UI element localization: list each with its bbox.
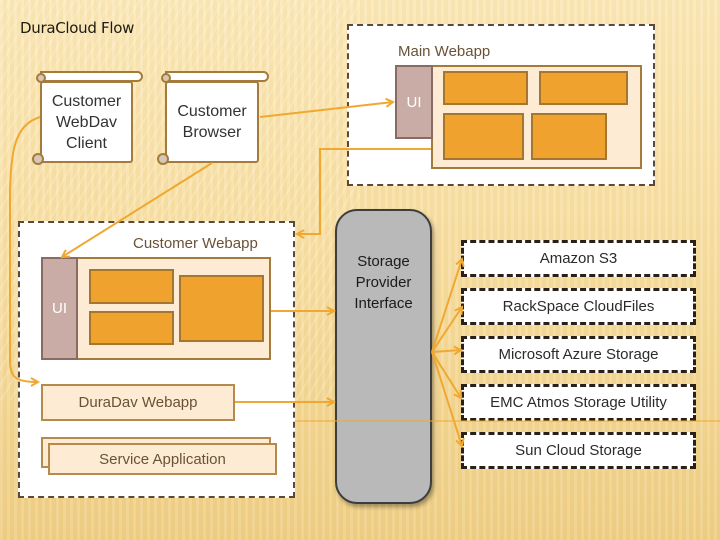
provider-rackspace-cloudfiles: RackSpace CloudFiles — [461, 288, 696, 325]
duradav-webapp: DuraDav Webapp — [41, 384, 235, 421]
scroll-curl-icon — [36, 73, 46, 83]
storage-provider-interface: Storage Provider Interface — [335, 209, 432, 504]
main-webapp-ui: UI — [395, 65, 433, 139]
scroll-curl-icon — [161, 73, 171, 83]
customer-webapp-label: Customer Webapp — [133, 235, 258, 252]
spi-line: Storage — [357, 253, 410, 270]
page-title: DuraCloud Flow — [20, 19, 135, 37]
customer-webapp-component — [89, 269, 174, 304]
provider-amazon-s3: Amazon S3 — [461, 240, 696, 277]
webdav-client-line: Customer — [51, 92, 122, 110]
main-webapp-component — [443, 71, 528, 105]
spi-line: Provider — [355, 274, 412, 291]
service-application: Service Application — [48, 443, 277, 475]
scroll-curl-icon — [157, 153, 169, 165]
webdav-client-line: WebDav — [55, 113, 118, 131]
webdav-client-line: Client — [66, 134, 107, 152]
browser-line: Browser — [182, 124, 242, 141]
spi-line: Interface — [354, 295, 413, 312]
main-webapp-component — [539, 71, 628, 105]
main-webapp-component — [443, 113, 524, 160]
provider-sun-cloud: Sun Cloud Storage — [461, 432, 696, 469]
customer-webapp-component — [89, 311, 174, 345]
customer-webapp-ui: UI — [41, 257, 78, 360]
scroll-roll — [165, 71, 269, 82]
main-webapp-component — [531, 113, 607, 160]
provider-emc-atmos: EMC Atmos Storage Utility — [461, 384, 696, 421]
arrow-spi-to-amazon — [431, 259, 462, 353]
arrow-spi-to-rackspace — [431, 307, 462, 353]
provider-microsoft-azure: Microsoft Azure Storage — [461, 336, 696, 373]
main-webapp-label: Main Webapp — [398, 43, 491, 60]
scroll-roll — [40, 71, 143, 82]
scroll-curl-icon — [32, 153, 44, 165]
browser-line: Customer — [177, 103, 247, 120]
customer-webdav-client: Customer WebDav Client — [32, 71, 143, 165]
arrow-spi-to-azure — [431, 350, 461, 352]
customer-webapp-component — [179, 275, 264, 342]
customer-browser: Customer Browser — [157, 71, 269, 165]
arrow-spi-to-emc — [431, 351, 461, 398]
arrow-spi-to-sun — [431, 351, 462, 446]
